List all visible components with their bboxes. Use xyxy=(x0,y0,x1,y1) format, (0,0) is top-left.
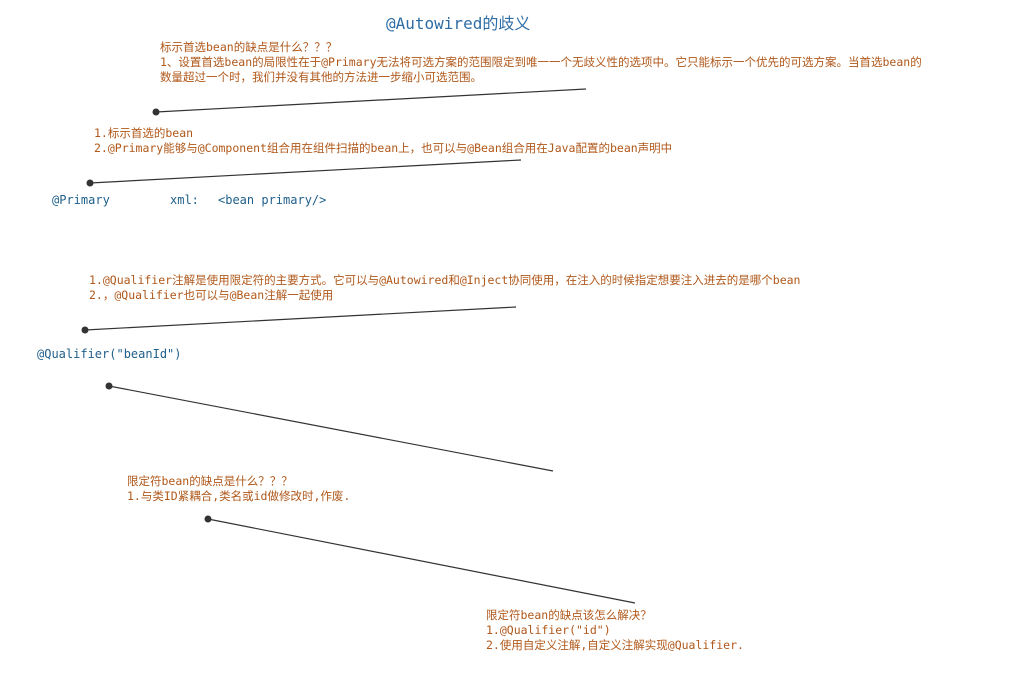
connector-primary-drawback xyxy=(152,88,587,116)
qualifier-annotation-node: @Qualifier("beanId") xyxy=(37,347,182,361)
primary-notes: 1.标示首选的bean 2.@Primary能够与@Component组合用在组… xyxy=(94,126,672,156)
qualifier-solution-line2: 2.使用自定义注解,自定义注解实现@Qualifier. xyxy=(486,638,744,652)
connector-primary-notes xyxy=(86,159,522,187)
qualifier-solution-heading: 限定符bean的缺点该怎么解决？ xyxy=(486,608,652,622)
primary-notes-line1: 1.标示首选的bean xyxy=(94,126,194,140)
qualifier-drawback-heading: 限定符bean的缺点是什么？？？ xyxy=(127,474,293,488)
primary-drawback-heading: 标示首选bean的缺点是什么？？？ xyxy=(160,40,338,54)
qualifier-drawback-note: 限定符bean的缺点是什么？？？ 1.与类ID紧耦合,类名或id做修改时,作废. xyxy=(127,474,350,504)
primary-annotation-node: @Primary xyxy=(52,193,110,207)
qualifier-solution-note: 限定符bean的缺点该怎么解决？ 1.@Qualifier("id") 2.使用… xyxy=(486,608,744,653)
connector-qualifier-notes xyxy=(81,306,517,334)
primary-xml-label: xml: xyxy=(170,193,199,207)
qualifier-notes-line1: 1.@Qualifier注解是使用限定符的主要方式。它可以与@Autowired… xyxy=(89,273,801,287)
primary-drawback-note: 标示首选bean的缺点是什么？？？ 1、设置首选bean的局限性在于@Prima… xyxy=(160,40,922,85)
connector-qualifier-drawback xyxy=(105,382,554,472)
qualifier-notes-line2: 2.，@Qualifier也可以与@Bean注解一起使用 xyxy=(89,288,334,302)
primary-notes-line2: 2.@Primary能够与@Component组合用在组件扫描的bean上，也可… xyxy=(94,141,673,155)
qualifier-solution-line1: 1.@Qualifier("id") xyxy=(486,623,611,637)
diagram-title: @Autowired的歧义 xyxy=(386,14,531,33)
connector-qualifier-solution xyxy=(204,515,636,604)
primary-drawback-line1: 1、设置首选bean的局限性在于@Primary无法将可选方案的范围限定到唯一一… xyxy=(160,55,922,69)
qualifier-drawback-line1: 1.与类ID紧耦合,类名或id做修改时,作废. xyxy=(127,489,351,503)
primary-drawback-line2: 数量超过一个时，我们并没有其他的方法进一步缩小可选范围。 xyxy=(160,70,482,84)
primary-xml-value: <bean primary/> xyxy=(218,193,327,207)
qualifier-notes: 1.@Qualifier注解是使用限定符的主要方式。它可以与@Autowired… xyxy=(89,273,800,303)
